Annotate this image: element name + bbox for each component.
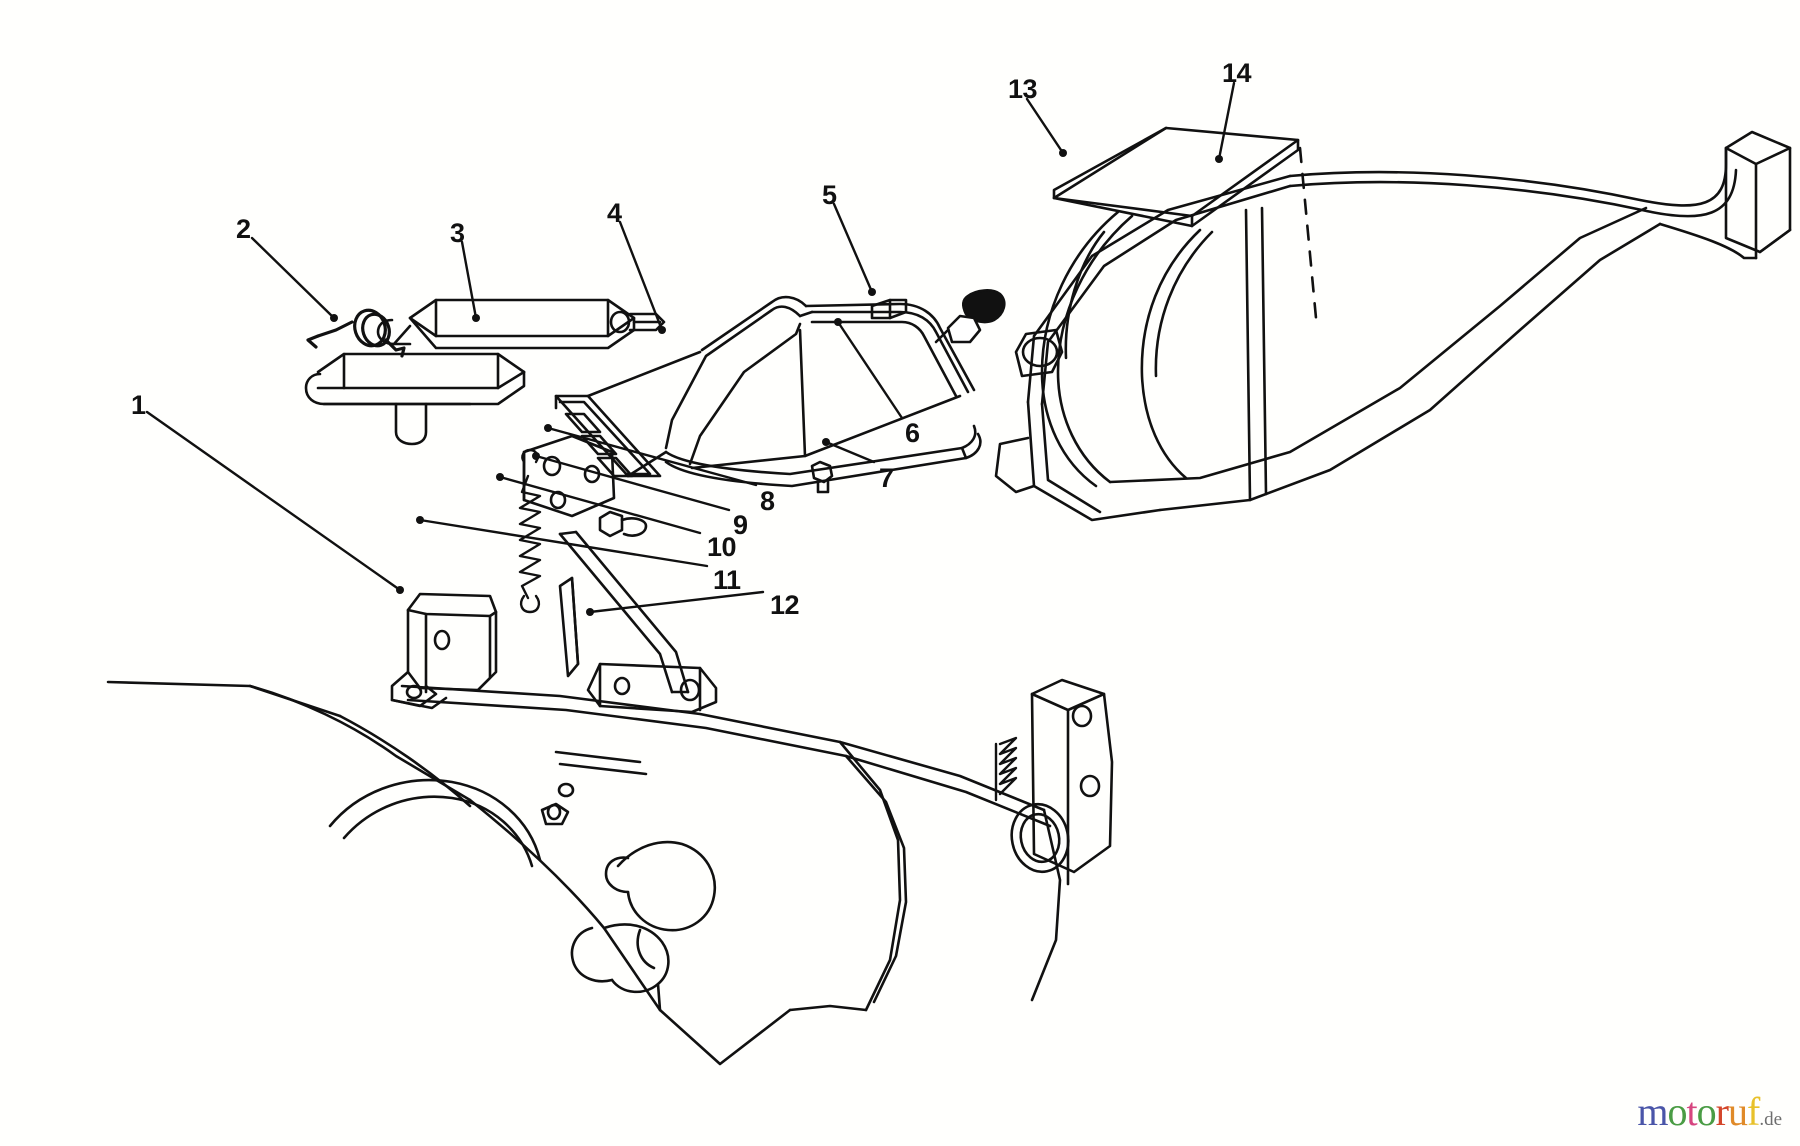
leader-endpoint-5 (868, 288, 876, 296)
leader-line-2 (250, 236, 336, 320)
leader-endpoint-9 (532, 452, 540, 460)
leader-endpoint-3 (472, 314, 480, 322)
parts-bracket-spring-assembly (390, 434, 718, 714)
part-2-torsion-spring (306, 308, 406, 358)
mower-deck-outline (106, 678, 1114, 1066)
watermark-letter-o-3: o (1696, 1089, 1717, 1134)
leader-endpoint-13 (1059, 149, 1067, 157)
leader-endpoint-2 (330, 314, 338, 322)
part-4-discharge-deflector (554, 295, 982, 494)
callout-number-1[interactable]: 1 (131, 390, 146, 420)
callout-leader-lines (145, 81, 1236, 614)
callout-number-4[interactable]: 4 (607, 198, 622, 228)
watermark-letter-r-4: r (1715, 1089, 1729, 1134)
part-5-latch-knob (934, 289, 1006, 344)
watermark-letter-t-2: t (1686, 1089, 1698, 1134)
leader-line-9 (534, 454, 731, 512)
callout-number-10[interactable]: 10 (707, 532, 737, 562)
leader-endpoint-8 (544, 424, 552, 432)
callout-number-6[interactable]: 6 (905, 418, 920, 448)
part-1-deflector-cover (304, 352, 526, 446)
callout-number-8[interactable]: 8 (760, 486, 775, 516)
leader-endpoint-12 (586, 608, 594, 616)
callout-leader-endpoints (330, 149, 1223, 616)
part-3-handle-bracket (376, 298, 666, 350)
leader-line-14 (1217, 81, 1236, 161)
leader-line-13 (1025, 97, 1065, 155)
leader-endpoint-4 (658, 326, 666, 334)
leader-line-8 (546, 426, 758, 487)
motoruf-watermark-logo: motoruf.de (1637, 1092, 1782, 1132)
leader-endpoint-14 (1215, 155, 1223, 163)
leader-line-5 (832, 202, 874, 294)
leader-endpoint-7 (822, 438, 830, 446)
watermark-letter-o-1: o (1667, 1089, 1688, 1134)
leader-line-10 (498, 475, 702, 535)
leader-line-3 (460, 240, 478, 320)
callout-number-13[interactable]: 13 (1008, 74, 1038, 104)
callout-number-7[interactable]: 7 (879, 463, 894, 493)
part-13-14-discharge-chute (994, 126, 1792, 522)
leader-line-12 (588, 590, 765, 614)
leader-line-4 (618, 220, 664, 332)
watermark-letter-u-5: u (1727, 1089, 1748, 1134)
leader-line-1 (145, 410, 402, 592)
callout-number-12[interactable]: 12 (770, 590, 800, 620)
leader-endpoint-10 (496, 473, 504, 481)
callout-number-11[interactable]: 11 (713, 565, 741, 595)
callout-number-2[interactable]: 2 (236, 214, 251, 244)
leader-line-7 (824, 440, 876, 464)
leader-endpoint-11 (416, 516, 424, 524)
leader-endpoint-1 (396, 586, 404, 594)
callout-number-14[interactable]: 14 (1222, 58, 1252, 88)
leader-endpoint-6 (834, 318, 842, 326)
watermark-letter-m-0: m (1637, 1089, 1668, 1134)
watermark-letter-f-6: f (1746, 1089, 1760, 1134)
callout-number-9[interactable]: 9 (733, 510, 748, 540)
leader-line-11 (418, 518, 709, 568)
callout-number-3[interactable]: 3 (450, 218, 465, 248)
watermark-tld-suffix: .de (1759, 1109, 1782, 1130)
callout-number-5[interactable]: 5 (822, 180, 837, 210)
leader-line-6 (836, 320, 904, 420)
